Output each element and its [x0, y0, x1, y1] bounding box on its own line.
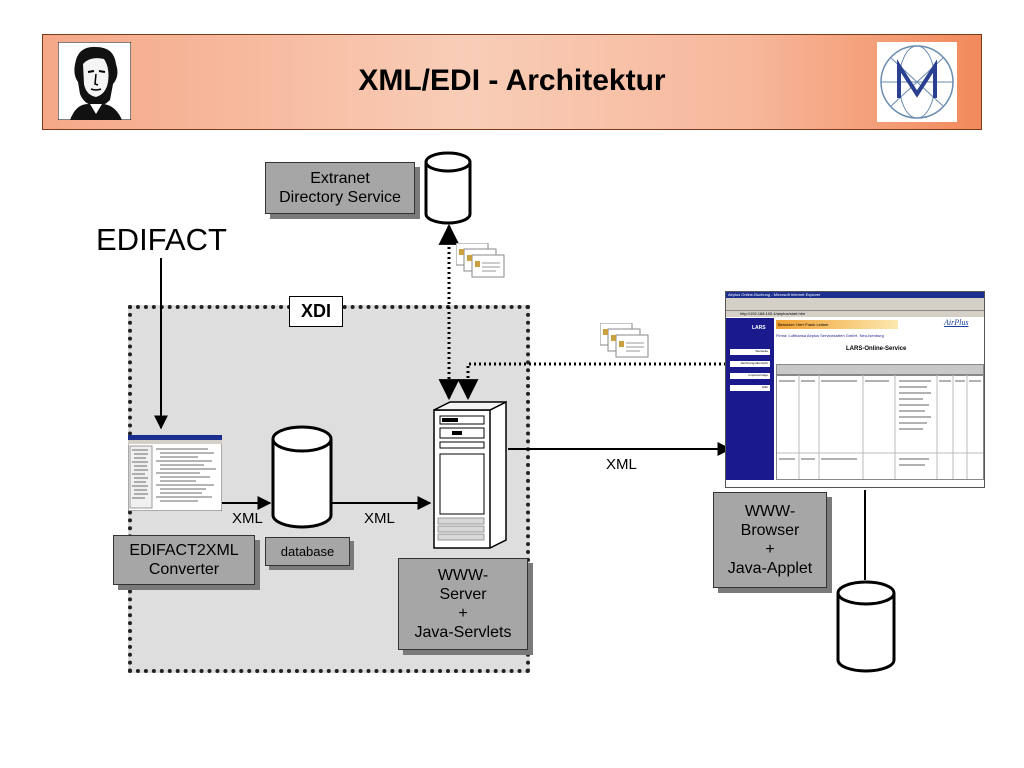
title-banner	[42, 34, 982, 130]
www-server-box: WWW- Server + Java-Servlets	[398, 558, 528, 650]
browser-line-2: Browser	[740, 522, 800, 539]
browser-database-icon	[836, 580, 896, 673]
browser-title-bar: Airplus Online-Buchung - Microsoft Inter…	[726, 292, 984, 298]
xml-label-converter-db: XML	[232, 510, 263, 527]
browser-company-line: Firma: Lufthansa Airplus Servicekarten G…	[776, 333, 884, 338]
browser-window-screenshot: Airplus Online-Buchung - Microsoft Inter…	[725, 291, 985, 488]
server-tower-icon	[433, 400, 507, 549]
edifact-label: EDIFACT	[96, 222, 227, 257]
database-cylinder-icon	[271, 425, 333, 529]
converter-line-1: EDIFACT2XML	[129, 542, 239, 559]
extranet-line-2: Directory Service	[279, 189, 401, 206]
converter-line-2: Converter	[148, 561, 220, 578]
browser-line-1: WWW-	[744, 503, 796, 520]
server-line-4: Java-Servlets	[414, 624, 512, 641]
browser-app-name: LARS	[752, 325, 766, 331]
nav-button-hilfe[interactable]: Hilfe	[730, 385, 770, 391]
converter-screenshot	[128, 435, 222, 511]
xml-label-server-browser: XML	[606, 456, 637, 473]
browser-user-line: Benutzer: Herr Frank Leitner	[776, 320, 898, 329]
nav-button-start[interactable]: Startseite	[730, 349, 770, 355]
extranet-line-1: Extranet	[310, 170, 370, 187]
airplus-brand: AirPlus	[944, 318, 969, 327]
browser-table-body	[776, 374, 984, 480]
xml-documents-icon	[456, 243, 505, 278]
slide-title: XML/EDI - Architektur	[358, 64, 666, 97]
portrait-logo	[58, 42, 131, 120]
server-line-1: WWW-	[437, 567, 489, 584]
extranet-directory-box: Extranet Directory Service	[265, 162, 415, 214]
browser-line-4: Java-Applet	[727, 560, 813, 577]
xdi-label: XDI	[289, 296, 343, 327]
server-line-3: +	[458, 605, 468, 622]
extranet-database-icon	[424, 151, 472, 225]
database-label-box: database	[265, 537, 350, 566]
browser-address-bar: http://192.168.100.4/airplus/start.htm	[726, 311, 984, 317]
www-browser-box: WWW- Browser + Java-Applet	[713, 492, 827, 588]
xml-label-db-server: XML	[364, 510, 395, 527]
browser-service-title: LARS-Online-Service	[846, 346, 907, 352]
server-line-2: Server	[439, 586, 487, 603]
nav-button-rechnungen[interactable]: Rechnungsübersicht	[730, 361, 770, 367]
globe-logo	[877, 42, 957, 122]
xml-documents-icon-2	[600, 323, 649, 358]
nav-button-import[interactable]: Importvorträge	[730, 373, 770, 379]
browser-toolbar	[726, 298, 984, 311]
browser-table-header	[776, 364, 984, 376]
browser-line-3: +	[765, 541, 775, 558]
browser-nav-panel: LARS Startseite Rechnungsübersicht Impor…	[726, 318, 774, 480]
converter-box: EDIFACT2XML Converter	[113, 535, 255, 585]
